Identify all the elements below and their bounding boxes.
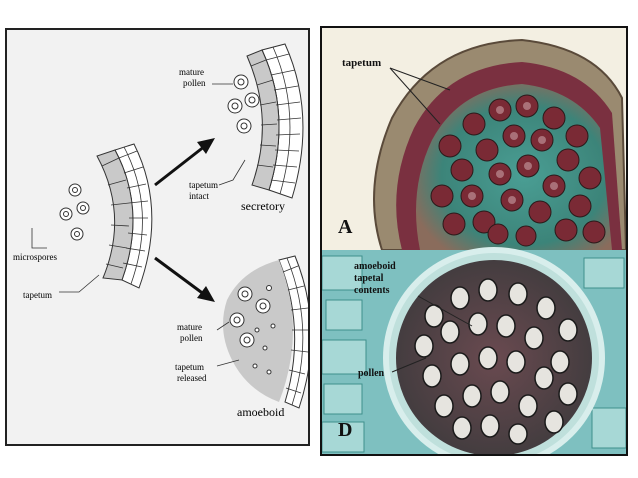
label-tapetum-released-2: released xyxy=(177,373,207,383)
label-microspores: microspores xyxy=(13,252,57,262)
microspores xyxy=(59,183,90,241)
label-secretory: secretory xyxy=(241,199,285,213)
label-pollen-photo: pollen xyxy=(358,368,385,379)
label-mature-pollen-bottom-1: mature xyxy=(177,322,202,332)
secretory-anther-wall xyxy=(246,43,304,199)
panel-letter-d: D xyxy=(338,419,352,441)
label-tapetum-released-1: tapetum xyxy=(175,362,204,372)
young-anther-wall xyxy=(96,143,153,289)
arrow-to-amoeboid xyxy=(154,256,215,302)
label-tapetum-photo: tapetum xyxy=(342,57,381,69)
mature-pollen-secretory xyxy=(227,74,260,134)
arrow-to-secretory xyxy=(154,138,215,187)
amoeboid-anther-wall xyxy=(223,255,312,409)
micrograph-d: amoeboid tapetal contents pollen D xyxy=(322,247,626,454)
label-mature-pollen-top-2: pollen xyxy=(183,78,206,88)
micrograph-panel: tapetum A xyxy=(320,26,628,456)
label-tapetum-intact-2: intact xyxy=(189,191,209,201)
tapetum-diagram-panel: mature pollen tapetum intact secretory xyxy=(5,28,312,446)
label-amoeboid-contents-2: tapetal xyxy=(354,273,384,284)
label-mature-pollen-bottom-2: pollen xyxy=(180,333,203,343)
tapetum-diagram: mature pollen tapetum intact secretory xyxy=(13,43,312,419)
label-amoeboid-contents-3: contents xyxy=(354,285,390,296)
label-tapetum: tapetum xyxy=(23,290,52,300)
label-mature-pollen-top-1: mature xyxy=(179,67,204,77)
label-amoeboid-contents-1: amoeboid xyxy=(354,261,396,272)
mature-pollen-amoeboid xyxy=(229,285,276,375)
micrograph-a: tapetum A xyxy=(322,28,626,251)
micrographs: tapetum A xyxy=(322,28,626,454)
panel-letter-a: A xyxy=(338,216,353,238)
label-tapetum-intact-1: tapetum xyxy=(189,180,218,190)
label-amoeboid: amoeboid xyxy=(237,405,284,419)
